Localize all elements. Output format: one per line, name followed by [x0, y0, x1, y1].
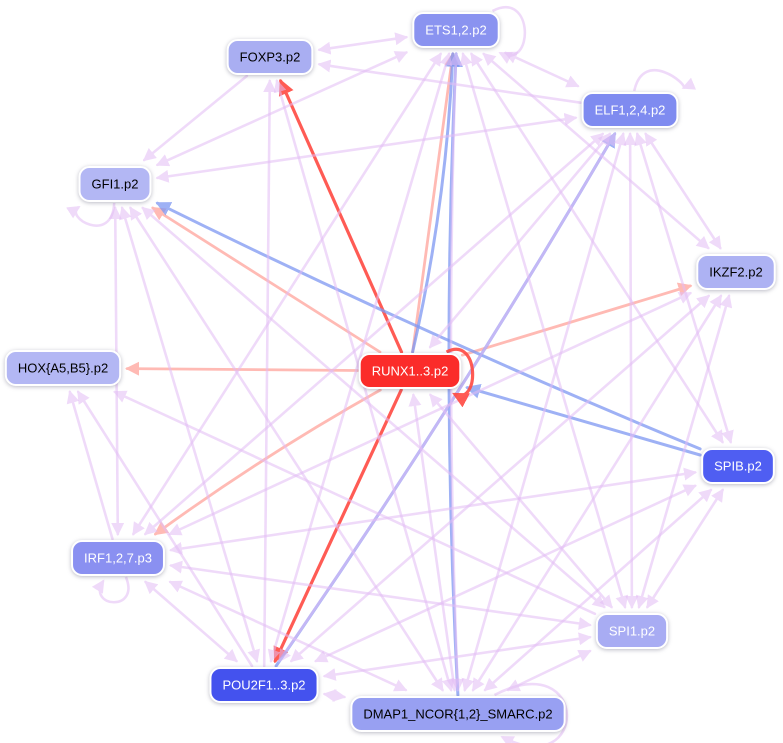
node-box	[78, 166, 152, 202]
edge-pou2f1-dmap	[322, 688, 347, 703]
edge-spi1-spib	[646, 488, 724, 609]
node-box	[701, 448, 775, 484]
node-irf[interactable]: IRF1,2,7.p3	[71, 540, 165, 576]
node-foxp3[interactable]: FOXP3.p2	[226, 39, 314, 75]
node-spib[interactable]: SPIB.p2	[701, 448, 775, 484]
edge-spib-runx	[465, 383, 702, 457]
node-box	[412, 12, 500, 48]
self-loop-ets	[491, 6, 527, 64]
node-box	[358, 353, 462, 389]
edge-elf-ikzf2	[644, 132, 722, 250]
self-loop-elf	[632, 68, 697, 92]
node-spi1[interactable]: SPI1.p2	[595, 613, 669, 649]
node-layer: ETS1,2.p2FOXP3.p2ELF1,2,4.p2GFI1.p2IKZF2…	[4, 12, 776, 732]
edge-ets-irf	[132, 52, 442, 536]
edge-irf-hox	[66, 390, 114, 541]
node-box	[226, 39, 314, 75]
node-elf[interactable]: ELF1,2,4.p2	[581, 92, 679, 128]
self-loop-runx	[445, 347, 475, 408]
edge-runx-hox	[125, 361, 360, 376]
node-box	[696, 254, 776, 290]
edge-gfi1-pou2f1	[119, 206, 260, 663]
self-loop-irf	[91, 576, 130, 604]
self-loop-dmap	[493, 682, 569, 743]
edge-foxp3-gfi1	[142, 74, 249, 162]
node-box	[581, 92, 679, 128]
node-box	[4, 350, 122, 386]
edge-runx-spi1	[429, 393, 613, 609]
edge-irf-spi1	[169, 560, 592, 630]
node-pou2f1[interactable]: POU2F1..3.p2	[209, 667, 319, 703]
edge-runx-ets	[411, 51, 459, 354]
edge-elf-runx	[428, 132, 612, 349]
node-ets[interactable]: ETS1,2.p2	[412, 12, 500, 48]
edge-gfi1-dmap	[129, 206, 444, 692]
node-dmap[interactable]: DMAP1_NCOR{1,2}_SMARC.p2	[350, 696, 566, 732]
self-loop-gfi1	[66, 202, 116, 227]
node-box	[71, 540, 165, 576]
edge-pou2f1-hox	[76, 390, 254, 668]
edge-layer	[66, 6, 734, 743]
node-ikzf2[interactable]: IKZF2.p2	[696, 254, 776, 290]
edge-ets-foxp3	[317, 32, 409, 55]
edge-elf-dmap	[461, 132, 627, 692]
edge-elf-spi1	[623, 132, 639, 609]
node-box	[209, 667, 319, 703]
node-gfi1[interactable]: GFI1.p2	[78, 166, 152, 202]
node-box	[595, 613, 669, 649]
node-runx[interactable]: RUNX1..3.p2	[358, 353, 462, 389]
node-hox[interactable]: HOX{A5,B5}.p2	[4, 350, 122, 386]
node-box	[350, 696, 566, 732]
